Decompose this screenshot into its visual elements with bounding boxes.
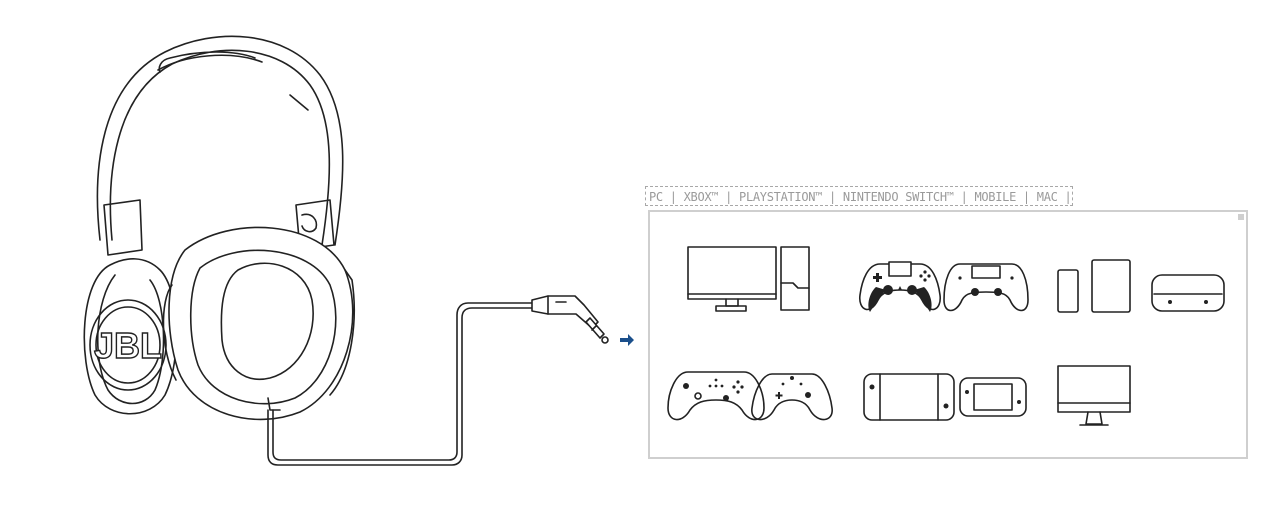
vr-headset-icon (1151, 274, 1225, 312)
switch-lite-icon (959, 377, 1027, 417)
xbox-series-controller-icon (751, 373, 833, 421)
headband-icon (96, 35, 344, 246)
phone-icon (1057, 269, 1079, 313)
xbox-one-controller-icon (667, 371, 765, 421)
supported-platforms-label: PC | XBOX™ | PLAYSTATION™ | NINTENDO SWI… (645, 186, 1073, 206)
tablet-icon (1091, 259, 1131, 313)
right-earcup-icon (168, 226, 354, 421)
switch-console-icon (863, 373, 955, 421)
headset-logo: JBL (94, 325, 162, 366)
compatible-devices-panel (648, 210, 1248, 459)
left-earcup-icon (83, 258, 178, 415)
connection-arrow-icon (620, 334, 634, 346)
mac-monitor-icon (1057, 365, 1131, 426)
pc-monitor-icon (687, 246, 777, 312)
audio-jack-plug-icon (531, 295, 609, 344)
audio-cable-icon (267, 307, 533, 466)
panel-corner-marker (1238, 214, 1244, 220)
ps5-controller-icon (859, 261, 941, 312)
pc-tower-icon (780, 246, 810, 311)
ps4-controller-icon (943, 263, 1029, 312)
